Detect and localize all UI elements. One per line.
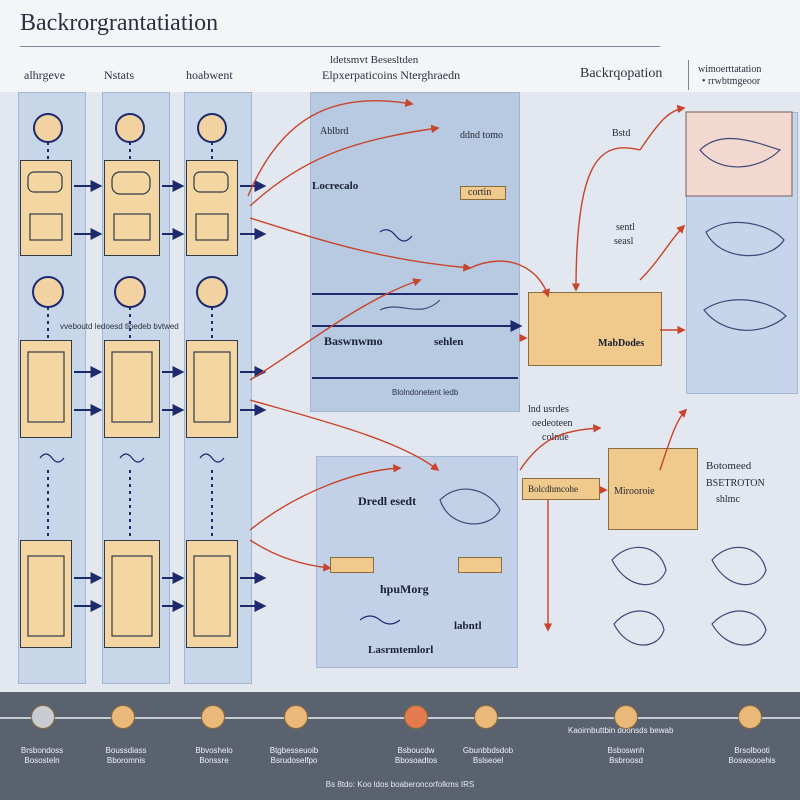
column-label-3: hoabwent [186, 68, 233, 82]
stage-box-r3c1[interactable] [20, 540, 72, 648]
center-tag-text: cortin [468, 187, 492, 198]
right-label-top: Bstd [612, 128, 631, 139]
lower-label-4: Lasrmtemlorl [368, 644, 434, 656]
lower-label-3: labntl [454, 620, 482, 632]
right-annot-2: BSETROTON [706, 478, 765, 489]
right-header-sub2: • rrwbtmgeoor [702, 76, 761, 87]
side-note-2: oedeoteen [532, 418, 573, 429]
center-top-label-2: Locrecalo [312, 180, 359, 192]
timeline-banner: Kaoirnbuttbin doonsds bewab [568, 726, 674, 735]
center-top-panel [310, 92, 520, 412]
stage-box-r3c3[interactable] [186, 540, 238, 648]
timeline-node-3[interactable] [201, 705, 225, 729]
column-label-1: alhrgeve [24, 68, 66, 82]
center-tag-box [460, 186, 506, 200]
column-label-2: Nstats [104, 68, 134, 82]
lower-tag-right [458, 557, 502, 573]
header-bar: Backrorgrantatiation alhrgeve Nstats hoa… [0, 0, 800, 92]
timeline-node-1[interactable] [31, 705, 55, 729]
right-label-mid: sentl [616, 222, 635, 233]
title-rule [20, 46, 660, 47]
model-box-label: MabDodes [598, 338, 645, 349]
squiggle-marks [39, 229, 413, 625]
right-annot-1: Botomeed [706, 460, 752, 472]
page-title: Backrorgrantatiation [20, 10, 219, 36]
right-header-title: Backrqopation [580, 66, 663, 81]
band-label-2: sehlen [434, 336, 464, 348]
timeline-node-7[interactable] [614, 705, 638, 729]
right-illustrations [379, 111, 793, 646]
timeline-footer: Bs 8tdo: Koo ldos boaberoncorfolkms IRS [325, 780, 475, 789]
band-lines [312, 293, 523, 379]
right-annot-3: shlmc [716, 494, 740, 505]
right-label-mid2: seasl [614, 236, 634, 247]
header-divider [688, 60, 689, 90]
stage-box-r3c2[interactable] [104, 540, 160, 648]
timeline-node-2[interactable] [111, 705, 135, 729]
box-sketches [27, 171, 231, 637]
center-top-label-3: ddnd tomo [460, 130, 504, 141]
red-connectors [247, 98, 688, 632]
timeline-node-6[interactable] [474, 705, 498, 729]
micro-box-label: Mirooroie [614, 486, 655, 497]
lower-label-1: Dredl esedt [358, 494, 417, 508]
band-label: Baswnwmo [324, 334, 383, 348]
timeline-line [0, 717, 800, 719]
side-note-1: lnd usrdes [528, 404, 569, 415]
model-box[interactable] [528, 292, 662, 366]
flow-arrows [74, 180, 267, 612]
timeline-node-8[interactable] [738, 705, 762, 729]
timeline-node-5[interactable] [404, 705, 428, 729]
band-sub: Blolndonetent ledb [392, 388, 459, 397]
left-row-caption: vveboutd ledoesd tloedeb bvtwed [60, 322, 179, 331]
micro-box[interactable] [608, 448, 698, 530]
lower-label-2: hpuMorg [380, 582, 429, 596]
right-header-sub1: wimoerttatation [698, 64, 762, 75]
center-top-label-1: Ablbrd [320, 126, 349, 137]
center-pill-text: Bolcdhmcohe [528, 484, 578, 494]
center-header-1: ldetsmvt Besesltden [330, 54, 419, 66]
timeline-node-4[interactable] [284, 705, 308, 729]
center-header-2: Elpxerpaticoins Nterghraedn [322, 68, 461, 82]
vertical-connectors [47, 142, 213, 540]
